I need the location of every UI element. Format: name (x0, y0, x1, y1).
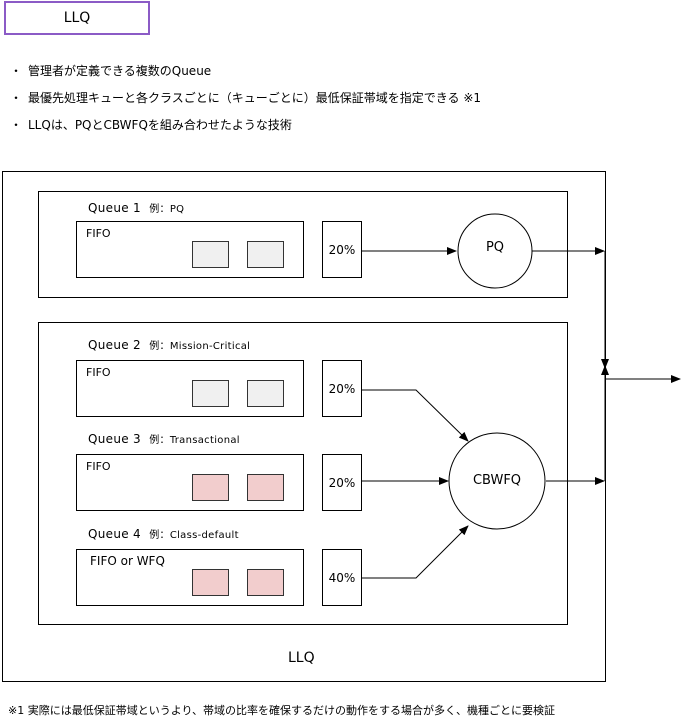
packet-cell (247, 241, 284, 268)
queue-title: Queue 3 例：Transactional (88, 431, 240, 446)
queue-type-label: FIFO (86, 227, 111, 240)
queue-title: Queue 1 例：PQ (88, 200, 184, 215)
queue-name: Queue 4 (88, 527, 141, 541)
cbwfq-label: CBWFQ (472, 473, 522, 488)
footnote: ※1 実際には最低保証帯域というより、帯域の比率を確保するだけの動作をする場合が… (8, 704, 556, 717)
page-title: LLQ (63, 10, 91, 26)
queue-box: FIFO (76, 221, 304, 278)
pq-circle (457, 213, 533, 289)
packet-cell (192, 474, 229, 501)
bullet-list: ・ 管理者が定義できる複数のQueue ・ 最優先処理キューと各クラスごとに（キ… (10, 58, 481, 139)
pq-label: PQ (485, 240, 505, 255)
packet-cell (192, 569, 229, 596)
queue-example: 例：PQ (149, 204, 185, 215)
bullet-item: ・ 管理者が定義できる複数のQueue (10, 58, 481, 85)
bullet-mark: ・ (10, 91, 23, 105)
bandwidth-percent: 20% (322, 221, 362, 278)
queue-type-label: FIFO or WFQ (90, 554, 165, 568)
bandwidth-percent: 20% (322, 360, 362, 417)
queue-box: FIFO or WFQ (76, 549, 304, 606)
bandwidth-percent: 20% (322, 454, 362, 511)
packet-cell (192, 380, 229, 407)
queue-example: 例：Mission-Critical (149, 341, 251, 352)
bullet-text: 管理者が定義できる複数のQueue (28, 64, 212, 78)
bullet-item: ・ 最優先処理キューと各クラスごとに（キューごとに）最低保証帯域を指定できる ※… (10, 85, 481, 112)
queue-type-label: FIFO (86, 366, 111, 379)
cbwfq-circle (448, 432, 546, 530)
bullet-text: 最優先処理キューと各クラスごとに（キューごとに）最低保証帯域を指定できる ※1 (28, 91, 482, 105)
packet-cell (247, 380, 284, 407)
bullet-item: ・ LLQは、PQとCBWFQを組み合わせたような技術 (10, 112, 481, 139)
queue-title: Queue 2 例：Mission-Critical (88, 337, 250, 352)
packet-cell (192, 241, 229, 268)
queue-example: 例：Transactional (149, 435, 240, 446)
arrow-q2-cbwfq (362, 389, 469, 442)
bandwidth-percent: 40% (322, 549, 362, 606)
queue-name: Queue 1 (88, 201, 141, 215)
arrow-q4-cbwfq (362, 525, 469, 579)
queue-name: Queue 3 (88, 432, 141, 446)
queue-name: Queue 2 (88, 338, 141, 352)
bullet-mark: ・ (10, 64, 23, 78)
queue-type-label: FIFO (86, 460, 111, 473)
packet-cell (247, 474, 284, 501)
bullet-mark: ・ (10, 118, 23, 132)
llq-label: LLQ (288, 650, 315, 666)
queue-box: FIFO (76, 454, 304, 511)
queue-example: 例：Class-default (149, 530, 239, 541)
bullet-text: LLQは、PQとCBWFQを組み合わせたような技術 (28, 118, 292, 132)
title-box: LLQ (4, 1, 150, 35)
queue-title: Queue 4 例：Class-default (88, 526, 239, 541)
queue-box: FIFO (76, 360, 304, 417)
packet-cell (247, 569, 284, 596)
